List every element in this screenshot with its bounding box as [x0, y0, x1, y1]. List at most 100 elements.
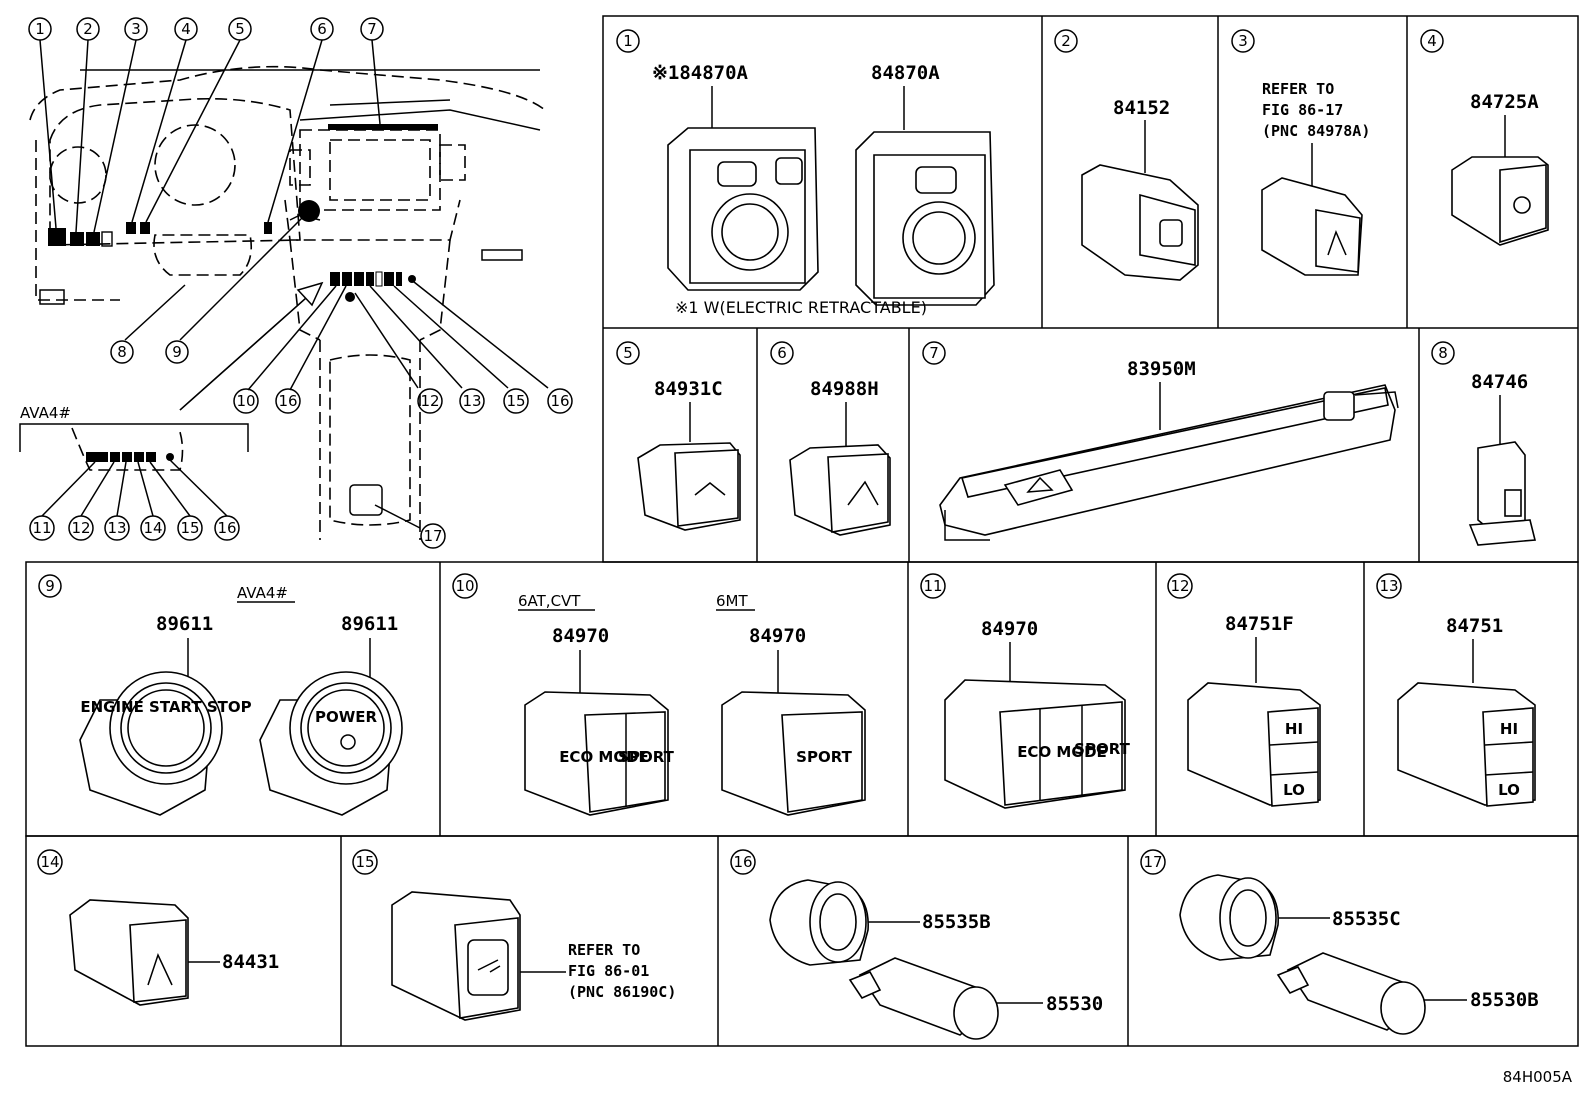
- ava4-callout-11: 11: [29, 515, 55, 541]
- variant-label: 6MT: [716, 592, 748, 610]
- panel-5-number: 5: [616, 341, 640, 365]
- connector-part: [1468, 441, 1537, 546]
- svg-text:1: 1: [623, 32, 633, 50]
- svg-text:9: 9: [45, 577, 55, 595]
- panel-15: 15 REFER TO FIG 86-01 (PNC 86190C): [352, 849, 676, 1021]
- svg-text:14: 14: [143, 519, 162, 537]
- svg-text:SPORT: SPORT: [1074, 740, 1130, 758]
- plug-part: [1276, 952, 1426, 1035]
- drive-mode-switch-part: ECO MODE SPORT: [524, 691, 675, 816]
- panel-16: 16 85535B 85530: [730, 849, 1103, 1040]
- svg-text:ECO MODE: ECO MODE: [559, 748, 649, 766]
- part-number: ※184870A: [652, 62, 749, 84]
- mirror-switch-part: [855, 131, 995, 306]
- panel-grid: [25, 15, 1579, 1047]
- callout-7: 7: [360, 17, 384, 41]
- switch-part: [1081, 164, 1199, 281]
- refer-line: FIG 86-01: [568, 962, 649, 980]
- ava4-callouts: 11 12 13 14 15 16: [29, 515, 240, 541]
- callout-1: 1: [28, 17, 52, 41]
- panel-14: 14 84431: [37, 849, 279, 1006]
- part-number: 84870A: [871, 62, 940, 84]
- svg-text:SPORT: SPORT: [796, 748, 852, 766]
- plug-part: [848, 957, 999, 1040]
- usb-port-part: [391, 891, 521, 1021]
- panel-6-number: 6: [770, 341, 794, 365]
- svg-text:16: 16: [217, 519, 236, 537]
- svg-text:10: 10: [455, 577, 474, 595]
- svg-text:1: 1: [35, 20, 45, 38]
- callout-16a: 16: [275, 388, 301, 414]
- callout-2: 2: [76, 17, 100, 41]
- panel-13: 13 84751 HI LO: [1376, 573, 1536, 807]
- svg-text:2: 2: [1061, 32, 1071, 50]
- panel-4-number: 4: [1420, 29, 1444, 53]
- svg-text:3: 3: [1238, 32, 1248, 50]
- vsc-off-switch-part: [69, 899, 189, 1006]
- panel-1-number: 1: [616, 29, 640, 53]
- callout-5: 5: [228, 17, 252, 41]
- socket-part: [1179, 874, 1279, 961]
- part-number: 84746: [1471, 371, 1528, 393]
- power-button-part: POWER: [259, 671, 403, 816]
- refer-line: (PNC 84978A): [1262, 122, 1370, 140]
- panel-10-number: 10: [452, 573, 478, 599]
- overview-callouts: 1 2 3 4 5 6 7 8 9 10 16 12 13 15 16 17: [28, 17, 573, 549]
- svg-text:11: 11: [923, 577, 942, 595]
- svg-text:ENGINE START STOP: ENGINE START STOP: [80, 698, 251, 716]
- socket-part: [769, 879, 869, 966]
- svg-text:4: 4: [181, 20, 191, 38]
- svg-text:HI: HI: [1500, 720, 1518, 738]
- svg-text:9: 9: [172, 343, 182, 361]
- callout-8: 8: [110, 340, 134, 364]
- panel-2-number: 2: [1054, 29, 1078, 53]
- part-number: 84751: [1446, 615, 1503, 637]
- svg-text:13: 13: [1379, 577, 1398, 595]
- ava4-callout-13: 13: [104, 515, 130, 541]
- panel-14-number: 14: [37, 849, 63, 875]
- svg-text:17: 17: [1143, 853, 1162, 871]
- part-number: 85535C: [1332, 908, 1401, 930]
- panel-12-number: 12: [1167, 573, 1193, 599]
- panel-3-number: 3: [1231, 29, 1255, 53]
- svg-text:SPORT: SPORT: [618, 748, 674, 766]
- callout-12: 12: [417, 388, 443, 414]
- panel-15-number: 15: [352, 849, 378, 875]
- callout-16b: 16: [547, 388, 573, 414]
- refer-line: REFER TO: [568, 941, 640, 959]
- svg-text:13: 13: [462, 392, 481, 410]
- svg-text:7: 7: [929, 344, 939, 362]
- svg-text:12: 12: [1170, 577, 1189, 595]
- panel-8: 8 84746: [1431, 341, 1537, 546]
- svg-text:15: 15: [506, 392, 525, 410]
- part-number: 83950M: [1127, 358, 1196, 380]
- dashboard-overview: [19, 39, 549, 540]
- svg-text:10: 10: [236, 392, 255, 410]
- svg-text:12: 12: [420, 392, 439, 410]
- svg-text:2: 2: [83, 20, 93, 38]
- svg-text:16: 16: [550, 392, 569, 410]
- part-number: 85530: [1046, 993, 1103, 1015]
- panel-3: 3 REFER TO FIG 86-17 (PNC 84978A): [1231, 29, 1370, 276]
- callout-9: 9: [165, 340, 189, 364]
- ava4-callout-14: 14: [140, 515, 166, 541]
- callout-13: 13: [459, 388, 485, 414]
- ava4-callout-15: 15: [177, 515, 203, 541]
- callout-10: 10: [233, 388, 259, 414]
- panel-6: 6 84988H: [770, 341, 891, 536]
- svg-text:16: 16: [278, 392, 297, 410]
- panel-11: 11 84970 ECO MODE SPORT: [920, 573, 1131, 809]
- refer-line: REFER TO: [1262, 80, 1334, 98]
- ava4-callout-12: 12: [68, 515, 94, 541]
- svg-text:5: 5: [623, 344, 633, 362]
- part-number: 84970: [552, 625, 609, 647]
- svg-text:14: 14: [40, 853, 59, 871]
- panel-17-number: 17: [1140, 849, 1166, 875]
- svg-text:3: 3: [131, 20, 141, 38]
- switch-part: [1261, 177, 1363, 276]
- part-number: 84931C: [654, 378, 723, 400]
- svg-text:POWER: POWER: [315, 708, 378, 726]
- part-number: 85535B: [922, 911, 991, 933]
- part-number: 84970: [749, 625, 806, 647]
- hazard-switch-panel-part: [939, 384, 1399, 541]
